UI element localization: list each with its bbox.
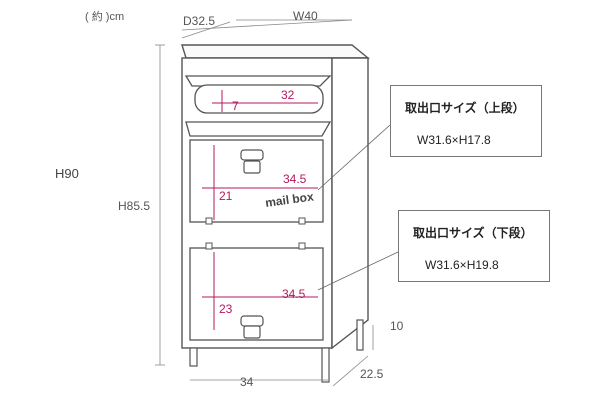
cabinet-top xyxy=(181,44,370,59)
cabinet-legs xyxy=(189,319,364,383)
upper-slot-lid xyxy=(184,75,332,87)
depth-label: D32.5 xyxy=(183,14,216,28)
lower-door-handle xyxy=(240,315,264,339)
bottom-width-label: 34 xyxy=(240,375,254,389)
outer-dimension-lines xyxy=(155,19,374,387)
upper-door-width-label: 34.5 xyxy=(283,172,307,186)
callout-upper-size: W31.6×H17.8 xyxy=(417,133,491,147)
unit-note: ( 約 )cm xyxy=(85,11,125,23)
lower-door-hinges xyxy=(205,242,306,250)
width-label: W40 xyxy=(293,9,318,23)
callout-lower-size: W31.6×H19.8 xyxy=(425,258,499,272)
callout-lower: 取出口サイズ（下段） W31.6×H19.8 xyxy=(398,210,550,282)
upper-slot-window xyxy=(194,84,324,114)
leg-height-label: 10 xyxy=(390,319,404,333)
callout-lower-title: 取出口サイズ（下段） xyxy=(413,226,533,240)
callout-leaders xyxy=(317,124,399,291)
total-height-label: H90 xyxy=(55,166,79,181)
upper-slot-width-label: 32 xyxy=(281,88,295,102)
lower-door-height-label: 23 xyxy=(219,302,233,316)
callout-upper-title: 取出口サイズ（上段） xyxy=(405,101,525,115)
upper-door-handle xyxy=(240,149,264,174)
upper-door-height-label: 21 xyxy=(219,189,233,203)
cabinet-side xyxy=(331,57,369,350)
inner-dimension-lines xyxy=(202,90,318,330)
upper-slot-height-label: 7 xyxy=(232,99,239,113)
lower-door-width-label: 34.5 xyxy=(282,287,306,301)
bottom-depth-label: 22.5 xyxy=(360,367,384,381)
door-logo: mail box xyxy=(264,189,314,210)
upper-door-hinges xyxy=(205,217,306,225)
upper-door-lid xyxy=(185,121,332,137)
body-height-label: H85.5 xyxy=(118,199,151,213)
callout-upper: 取出口サイズ（上段） W31.6×H17.8 xyxy=(390,85,542,157)
